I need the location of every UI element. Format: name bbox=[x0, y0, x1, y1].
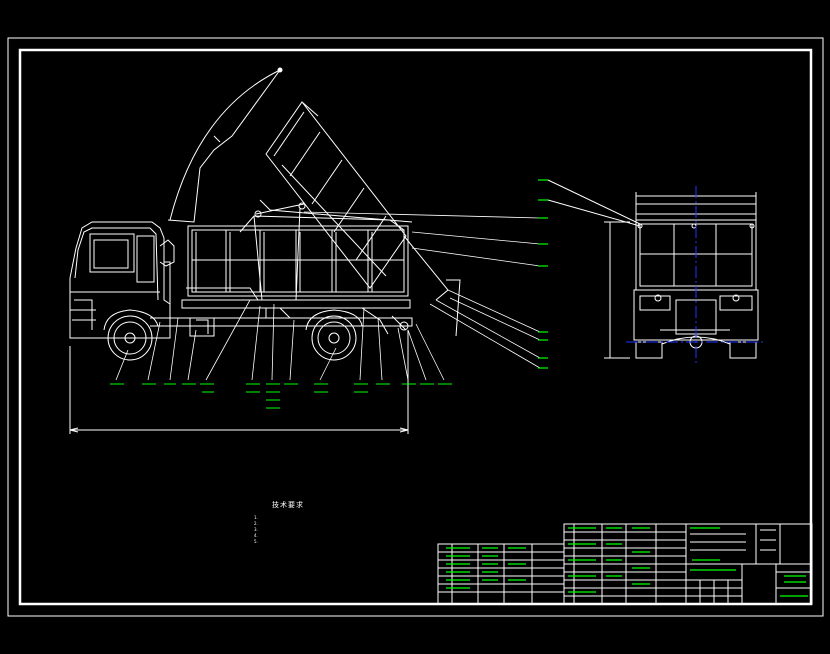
rear-view bbox=[547, 179, 759, 359]
drawing-frame bbox=[7, 37, 824, 617]
technical-requirement-item: 5. bbox=[254, 539, 258, 544]
technical-requirement-item: 4. bbox=[254, 533, 258, 538]
lifting-arms bbox=[253, 202, 306, 301]
gate-swing-arc bbox=[167, 67, 283, 223]
title-block-green-text bbox=[446, 527, 808, 597]
technical-requirements-list: 1. 2. 3. 4. 5. bbox=[254, 515, 258, 545]
rear-wheel bbox=[305, 309, 363, 361]
technical-requirement-item: 3. bbox=[254, 527, 258, 532]
callout-balloons-right bbox=[538, 179, 548, 369]
rear-view-centerlines bbox=[626, 186, 766, 366]
side-view-leaders bbox=[115, 299, 445, 381]
overall-length-dimension bbox=[69, 330, 409, 434]
technical-requirement-item: 2. bbox=[254, 521, 258, 526]
callout-leaders-right bbox=[303, 211, 541, 369]
chassis-frame bbox=[150, 287, 413, 337]
technical-requirement-item: 1. bbox=[254, 515, 258, 520]
front-wheel bbox=[103, 309, 159, 361]
inner-border bbox=[18, 48, 813, 606]
outer-border bbox=[7, 37, 824, 617]
side-view bbox=[69, 67, 461, 434]
technical-requirements-title: 技术要求 bbox=[272, 501, 304, 509]
tilted-box bbox=[259, 101, 461, 337]
side-view-balloons bbox=[110, 383, 452, 409]
truck-cab bbox=[69, 221, 175, 339]
title-block bbox=[437, 523, 813, 605]
